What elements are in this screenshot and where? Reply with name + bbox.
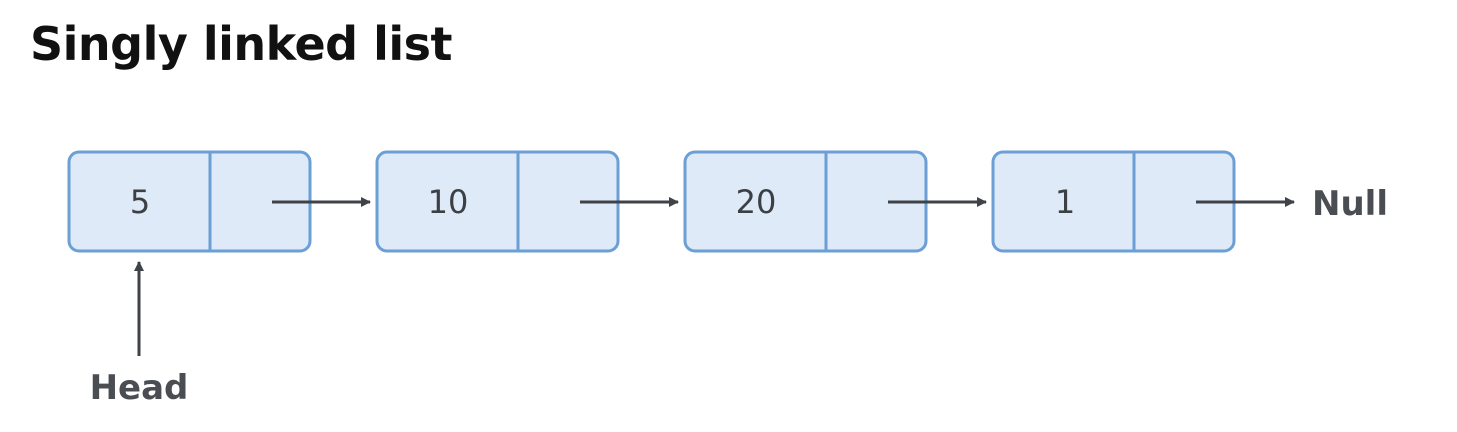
node-value: 1	[1055, 183, 1075, 221]
null-label: Null	[1312, 184, 1388, 224]
node-value: 5	[130, 183, 150, 221]
node-value: 20	[736, 183, 777, 221]
head-label: Head	[90, 368, 189, 408]
page-title: Singly linked list	[30, 17, 453, 71]
list-node: 1	[991, 150, 1236, 253]
node-value: 10	[428, 183, 469, 221]
list-node: 10	[375, 150, 620, 253]
list-node: 20	[683, 150, 928, 253]
